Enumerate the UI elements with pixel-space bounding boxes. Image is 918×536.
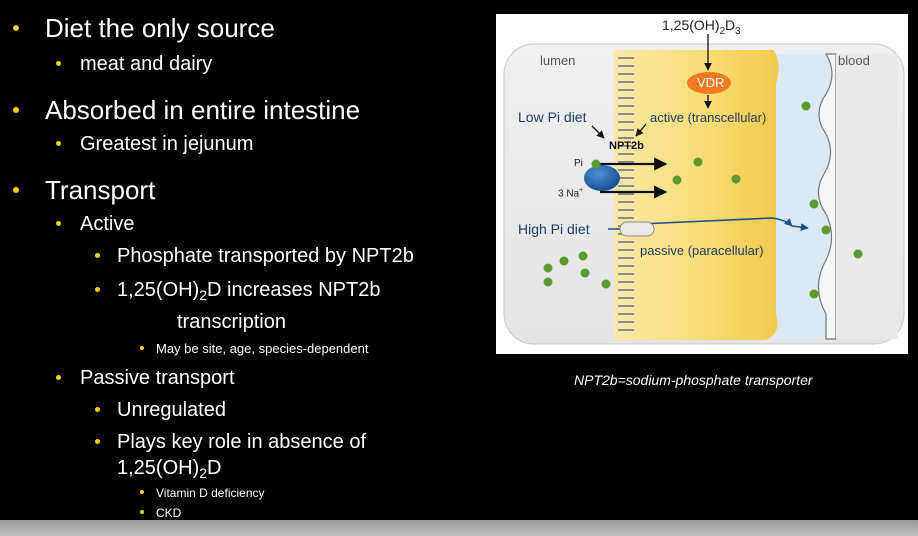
bullet-dot: [56, 221, 61, 226]
bullet-dot: [95, 287, 100, 292]
paracellular-arrow: [639, 217, 793, 227]
bullet-dot: [140, 510, 144, 514]
bullet-jejunum: Greatest in jejunum: [80, 133, 254, 155]
vdr-label: VDR: [697, 75, 725, 90]
na-label: 3 Na+: [558, 187, 584, 200]
bullet-site: May be site, age, species-dependent: [156, 341, 369, 356]
bullet-dot: [13, 187, 19, 193]
bottom-strip: [0, 520, 918, 536]
bullet-unregulated: Unregulated: [117, 399, 226, 421]
pi-label: Pi: [574, 158, 583, 169]
bullet-absorbed: Absorbed in entire intestine: [45, 95, 361, 125]
blood-region: [836, 54, 898, 339]
bullet-dot: [95, 253, 100, 258]
bullet-active: Active: [80, 213, 135, 235]
bullet-passive: Passive transport: [80, 367, 235, 389]
bullet-dot: [56, 375, 61, 380]
bullet-dot: [140, 346, 144, 350]
bullet-dot: [95, 439, 100, 444]
active-label: active (transcellular): [650, 110, 767, 125]
figure-drawing: [503, 34, 905, 345]
slide: Diet the only source meat and dairy Abso…: [13, 13, 908, 520]
paracellular-arrow-end: [791, 223, 809, 232]
figure-caption: NPT2b=sodium-phosphate transporter: [574, 372, 813, 388]
blood-label: blood: [838, 53, 870, 68]
bullet-keyrole-2: 1,25(OH)2D: [117, 457, 222, 481]
lumen-label: lumen: [540, 53, 576, 68]
active-arrow: [635, 123, 647, 137]
hormone-label: 1,25(OH)2D3: [662, 17, 741, 37]
bullet-npt2b: Phosphate transported by NPT2b: [117, 245, 414, 267]
npt2b-transporter: [584, 165, 620, 191]
high-pi-label: High Pi diet: [518, 221, 590, 237]
bullet-diet: Diet the only source: [45, 13, 275, 43]
bullet-dot: [13, 25, 19, 31]
bullet-dot: [13, 107, 19, 113]
epithelial-cell: [614, 50, 779, 340]
bullet-vitd: 1,25(OH)2D increases NPT2b: [117, 279, 381, 303]
bullet-keyrole: Plays key role in absence of: [117, 431, 367, 453]
bullet-vitd-def: Vitamin D deficiency: [156, 486, 265, 500]
phosphate-absorption-figure: 1,25(OH)2D3 lumen blood VDR Low Pi diet …: [496, 14, 908, 354]
bullet-dot: [95, 407, 100, 412]
passive-label: passive (paracellular): [640, 243, 764, 258]
vdr-ellipse: [687, 72, 731, 94]
low-pi-label: Low Pi diet: [518, 109, 587, 125]
bullet-dot: [56, 141, 61, 146]
bullet-dot: [56, 61, 61, 66]
low-pi-arrow: [591, 125, 605, 139]
npt2b-label: NPT2b: [609, 140, 644, 152]
bullet-ckd: CKD: [156, 506, 182, 520]
microvilli: [618, 57, 634, 331]
bullet-meat: meat and dairy: [80, 53, 213, 75]
phosphate-dots: [543, 101, 863, 299]
bullet-transport: Transport: [45, 175, 156, 205]
tight-junction: [619, 221, 655, 237]
blood-vessel-wall: [817, 53, 837, 340]
bullet-transcription: transcription: [177, 311, 286, 333]
bullet-dot: [140, 490, 144, 494]
